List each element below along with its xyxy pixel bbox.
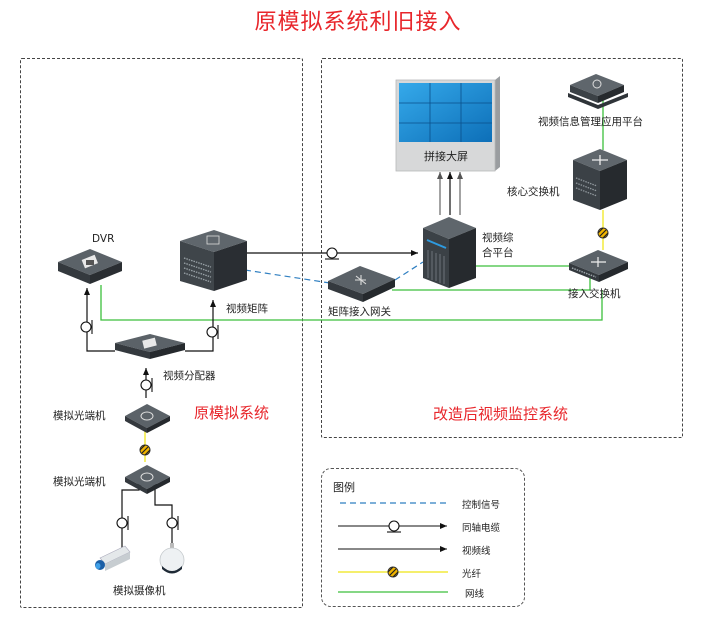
optical-transceiver-bottom-device[interactable]: [125, 465, 170, 494]
distributor-to-matrix-coax: [185, 300, 216, 352]
coax-loop-icon: [206, 325, 219, 339]
coax-symbols: [80, 247, 339, 530]
core-switch-device[interactable]: [573, 149, 627, 210]
video-matrix-device[interactable]: [180, 230, 247, 291]
network-hub-icon: [355, 275, 367, 285]
coax-loop-icon: [140, 378, 153, 392]
optical-transceiver-bottom-label: 模拟光端机: [53, 476, 106, 488]
video-distributor-device[interactable]: [115, 334, 185, 359]
fiber-connector-icons: [139, 227, 609, 456]
camera1-to-transceiver-coax: [121, 480, 142, 548]
coax-loop-icon: [80, 320, 93, 334]
coax-loop-icon: [116, 516, 129, 530]
diagram-title: 原模拟系统利旧接入: [254, 10, 462, 35]
matrix-to-gateway-control: [244, 269, 331, 284]
access-switch-device[interactable]: [569, 250, 628, 282]
video-platform-label-line2: 合平台: [482, 247, 514, 259]
coax-loop-icon: [166, 516, 179, 530]
new-system-zone-label: 改造后视频监控系统: [433, 405, 569, 423]
matrix-gateway-label: 矩阵接入网关: [328, 306, 391, 318]
coax-loop-icon: [325, 247, 339, 260]
video-distributor-label: 视频分配器: [163, 370, 216, 382]
video-wall-device[interactable]: [395, 76, 500, 172]
video-matrix-label: 视频矩阵: [226, 303, 268, 315]
matrix-gateway-device[interactable]: [328, 266, 395, 302]
camera2-to-transceiver-coax: [152, 480, 173, 545]
dvr-device[interactable]: [58, 249, 122, 284]
core-switch-label: 核心交换机: [507, 186, 560, 198]
control-links: [244, 261, 424, 284]
video-platform-device[interactable]: [423, 217, 476, 288]
analog-cameras-label: 模拟摄像机: [113, 585, 166, 597]
legend-label-fiber: 光纤: [462, 569, 482, 580]
distributor-to-dvr-coax: [84, 288, 115, 352]
legend-label-video-line: 视频线: [462, 546, 491, 557]
vms-platform-device[interactable]: [568, 74, 628, 109]
legend-label-control-signal: 控制信号: [462, 500, 501, 511]
legend-label-coax-cable: 同轴电缆: [462, 523, 501, 534]
legend-title: 图例: [333, 481, 355, 494]
optical-transceiver-top-label: 模拟光端机: [53, 410, 106, 422]
box-camera-device[interactable]: [95, 545, 131, 571]
access-switch-label: 接入交换机: [568, 288, 621, 300]
optical-transceiver-top-device[interactable]: [125, 404, 170, 433]
gateway-to-access-switch-network: [392, 270, 591, 291]
video-wall-label: 拼接大屏: [424, 150, 468, 163]
dvr-to-access-switch-network: [100, 285, 603, 321]
vms-platform-label: 视频信息管理应用平台: [538, 116, 643, 128]
legend-box: 图例 控制信号 同轴电缆 视频线 光纤 网线: [321, 468, 525, 607]
legend-graphics: [338, 502, 448, 593]
gateway-to-platform-control: [394, 261, 424, 281]
platform-to-wall-video: [437, 172, 463, 215]
dvr-label: DVR: [92, 233, 115, 245]
old-system-zone: [20, 58, 303, 608]
video-platform-label-line1: 视频综: [482, 232, 514, 244]
dome-camera-device[interactable]: [159, 543, 185, 574]
film-icon: [86, 260, 94, 265]
old-system-zone-label: 原模拟系统: [194, 404, 270, 422]
new-system-zone: [321, 58, 683, 438]
legend-label-network-cable: 网线: [465, 589, 485, 600]
